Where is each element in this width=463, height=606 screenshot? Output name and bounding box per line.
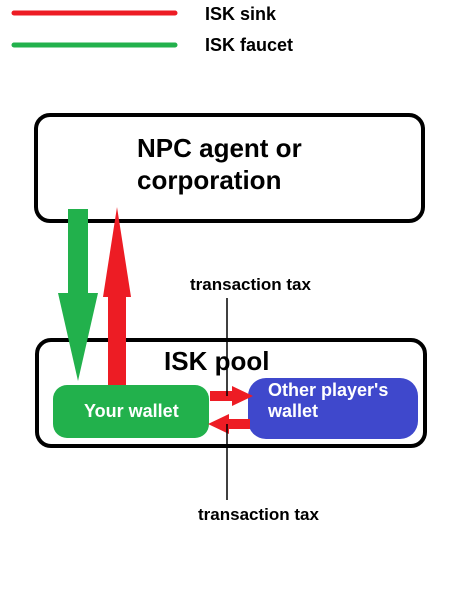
your-wallet-label: Your wallet <box>84 401 179 421</box>
your-wallet: Your wallet <box>53 385 209 438</box>
npc-box-line1: NPC agent or <box>137 133 302 163</box>
other-wallet-line1: Other player's <box>268 380 388 400</box>
isk-pool-title: ISK pool <box>164 346 269 376</box>
sink-arrowhead <box>103 207 131 297</box>
npc-box-outline <box>34 113 425 223</box>
faucet-arrowhead <box>58 293 98 381</box>
npc-box: NPC agent or corporation <box>34 113 425 223</box>
sink-arrow-shaft <box>108 295 126 385</box>
transfer-arrows <box>208 386 253 434</box>
transfer-right-shaft <box>210 391 234 401</box>
tax-label-top: transaction tax <box>190 275 311 294</box>
legend: ISK sink ISK faucet <box>11 4 293 55</box>
other-player-wallet: Other player's wallet <box>248 378 418 439</box>
other-wallet-line2: wallet <box>267 401 318 421</box>
your-wallet-shape <box>53 385 209 438</box>
faucet-arrow-shaft <box>68 209 88 297</box>
transfer-left-arrowhead <box>208 414 229 434</box>
transfer-right-arrowhead <box>232 386 253 406</box>
sink-arrow <box>103 207 131 385</box>
legend-faucet-label: ISK faucet <box>205 35 293 55</box>
tax-label-bottom: transaction tax <box>198 505 319 524</box>
transfer-left-shaft <box>226 419 250 429</box>
legend-sink-label: ISK sink <box>205 4 277 24</box>
npc-box-line2: corporation <box>137 165 281 195</box>
faucet-arrow <box>58 209 98 381</box>
other-wallet-shape <box>248 378 418 439</box>
